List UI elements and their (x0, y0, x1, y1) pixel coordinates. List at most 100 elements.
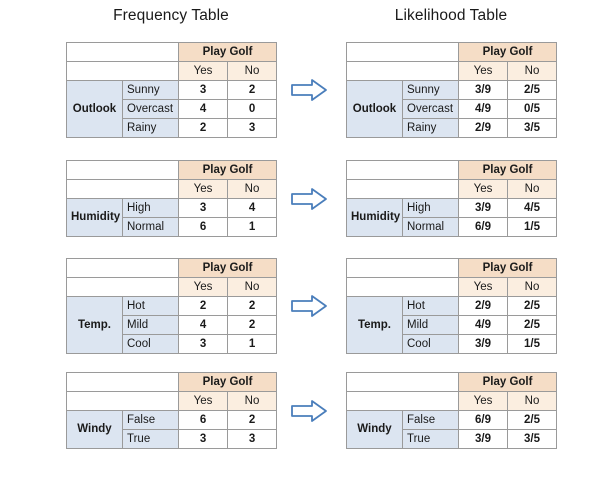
group-header-play-golf: Play Golf (178, 42, 278, 62)
attribute-level-cell: Sunny (401, 80, 460, 100)
attribute-level-cell: True (401, 429, 460, 449)
value-cell-no: 2 (227, 410, 278, 430)
attribute-level-cell: Mild (121, 315, 180, 335)
value-cell-no: 0 (227, 99, 278, 119)
value-cell-no: 3 (227, 429, 278, 449)
column-header-no: No (507, 277, 558, 297)
value-cell-yes: 6 (178, 217, 229, 237)
attribute-level-cell: Rainy (121, 118, 180, 138)
value-cell-yes: 2/9 (458, 296, 509, 316)
value-cell-yes: 4 (178, 99, 229, 119)
attribute-level-cell: False (121, 410, 180, 430)
blank-corner-cell (65, 61, 180, 81)
column-header-no: No (507, 61, 558, 81)
value-cell-no: 4/5 (507, 198, 558, 218)
column-header-yes: Yes (458, 277, 509, 297)
value-cell-yes: 4 (178, 315, 229, 335)
attribute-level-cell: High (121, 198, 180, 218)
value-cell-yes: 6/9 (458, 410, 509, 430)
column-header-no: No (507, 391, 558, 411)
column-header-yes: Yes (178, 277, 229, 297)
blank-corner-cell (65, 42, 180, 62)
value-cell-no: 2/5 (507, 80, 558, 100)
attribute-name-cell: Temp. (66, 296, 123, 354)
blank-corner-cell (65, 391, 180, 411)
group-header-play-golf: Play Golf (178, 160, 278, 180)
table-header-row: Play Golf (65, 42, 278, 62)
value-cell-yes: 2/9 (458, 118, 509, 138)
attribute-name-cell: Humidity (66, 198, 123, 237)
value-cell-no: 4 (227, 198, 278, 218)
attribute-level-cell: Normal (401, 217, 460, 237)
blank-corner-cell (345, 179, 460, 199)
value-cell-yes: 6 (178, 410, 229, 430)
attribute-name-cell: Outlook (66, 80, 123, 138)
table-header-row: Play Golf (65, 372, 278, 392)
table-header-row: Play Golf (345, 372, 558, 392)
column-header-yes: Yes (458, 179, 509, 199)
table-header-row: Play Golf (345, 42, 558, 62)
group-header-play-golf: Play Golf (178, 372, 278, 392)
blank-corner-cell (65, 160, 180, 180)
column-header-yes: Yes (178, 179, 229, 199)
blank-corner-cell (345, 391, 460, 411)
right-block-arrow-icon (290, 186, 328, 212)
value-cell-yes: 3/9 (458, 80, 509, 100)
column-header-yes: Yes (458, 391, 509, 411)
value-cell-yes: 2 (178, 296, 229, 316)
column-header-no: No (227, 277, 278, 297)
value-cell-yes: 2 (178, 118, 229, 138)
table-header-row: Play Golf (345, 160, 558, 180)
value-cell-no: 2/5 (507, 315, 558, 335)
value-cell-no: 3/5 (507, 118, 558, 138)
attribute-level-cell: Normal (121, 217, 180, 237)
attribute-level-cell: False (401, 410, 460, 430)
attribute-name-cell: Temp. (346, 296, 403, 354)
value-cell-no: 1/5 (507, 217, 558, 237)
value-cell-no: 3 (227, 118, 278, 138)
table-header-row: Play Golf (345, 258, 558, 278)
blank-corner-cell (65, 277, 180, 297)
column-header-no: No (507, 179, 558, 199)
attribute-level-cell: Mild (401, 315, 460, 335)
attribute-level-cell: Cool (121, 334, 180, 354)
attribute-name-cell: Humidity (346, 198, 403, 237)
attribute-level-cell: High (401, 198, 460, 218)
attribute-level-cell: Rainy (401, 118, 460, 138)
blank-corner-cell (345, 277, 460, 297)
value-cell-no: 2 (227, 296, 278, 316)
blank-corner-cell (345, 258, 460, 278)
value-cell-no: 1 (227, 217, 278, 237)
value-cell-no: 3/5 (507, 429, 558, 449)
attribute-level-cell: Overcast (121, 99, 180, 119)
attribute-level-cell: Cool (401, 334, 460, 354)
value-cell-no: 1 (227, 334, 278, 354)
value-cell-no: 2 (227, 80, 278, 100)
value-cell-yes: 3/9 (458, 334, 509, 354)
group-header-play-golf: Play Golf (458, 258, 558, 278)
